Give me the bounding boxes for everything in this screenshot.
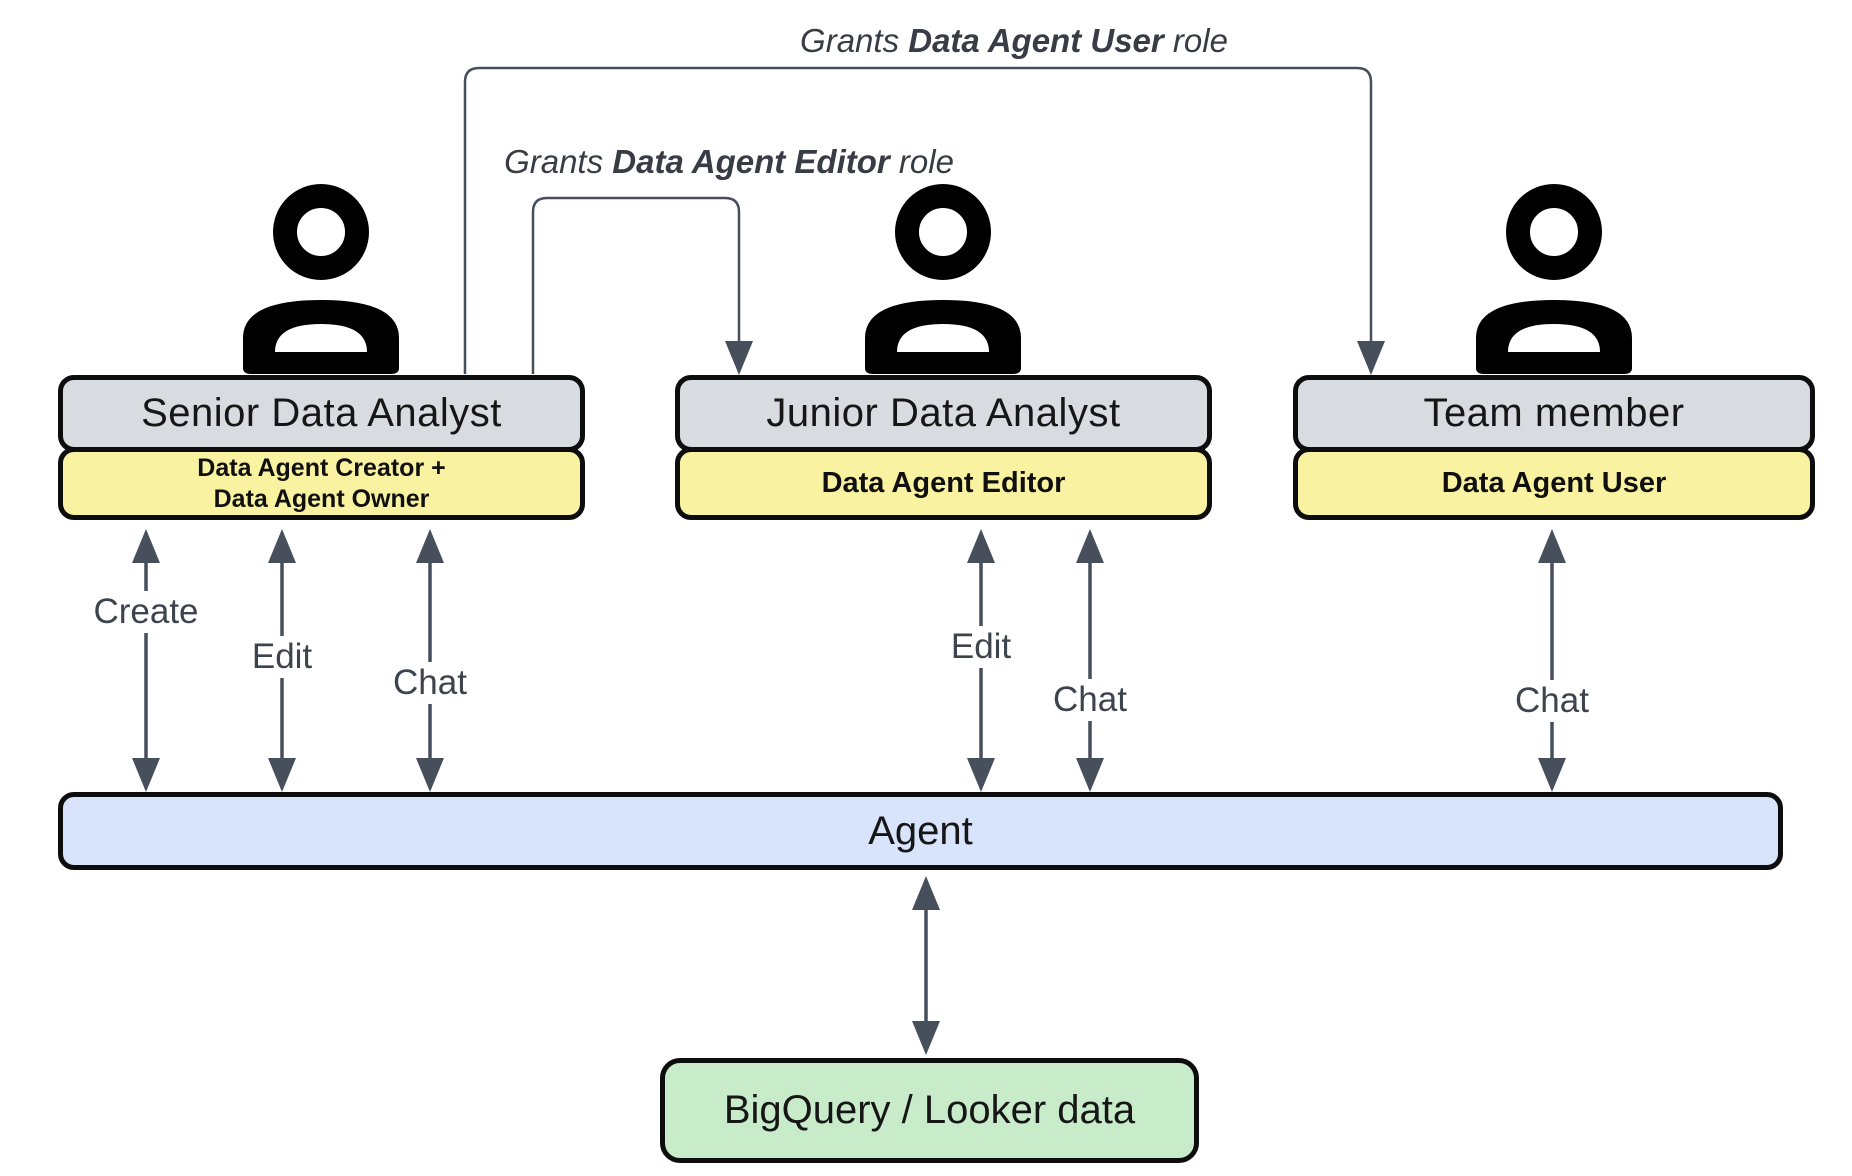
senior-analyst-title: Senior Data Analyst — [58, 375, 585, 452]
senior-analyst-role-badge: Data Agent Creator + Data Agent Owner — [58, 447, 585, 520]
team-person-icon — [1476, 196, 1632, 374]
team-member-card: Team member Data Agent User — [1293, 375, 1815, 520]
senior-role-line-1: Data Agent Creator + — [197, 454, 446, 482]
grant-editor-prefix: Grants — [504, 143, 613, 180]
team-role-line-1: Data Agent User — [1441, 467, 1667, 499]
junior-analyst-title: Junior Data Analyst — [675, 375, 1212, 452]
grant-user-suffix: role — [1163, 22, 1228, 59]
grant-user-prefix: Grants — [800, 22, 909, 59]
create-label: Create — [86, 591, 206, 633]
junior-edit-label: Edit — [943, 626, 1019, 668]
senior-chat-label: Chat — [386, 662, 474, 704]
agent-bar: Agent — [58, 792, 1783, 870]
grant-editor-role-name: Data Agent Editor — [612, 143, 890, 180]
senior-edit-label: Edit — [244, 636, 320, 678]
senior-analyst-card: Senior Data Analyst Data Agent Creator +… — [58, 375, 585, 520]
senior-person-icon — [243, 196, 399, 374]
junior-person-icon — [865, 196, 1021, 374]
junior-analyst-card: Junior Data Analyst Data Agent Editor — [675, 375, 1212, 520]
team-chat-label: Chat — [1508, 680, 1596, 722]
grant-editor-arrow — [531, 196, 753, 375]
grant-user-role-name: Data Agent User — [908, 22, 1164, 59]
grant-editor-label: Grants Data Agent Editor role — [504, 143, 954, 181]
junior-chat-label: Chat — [1046, 679, 1134, 721]
junior-analyst-role-badge: Data Agent Editor — [675, 447, 1212, 520]
bigquery-looker-box: BigQuery / Looker data — [660, 1058, 1199, 1163]
grant-user-arrow — [463, 66, 1385, 375]
junior-role-line-1: Data Agent Editor — [821, 467, 1066, 499]
grant-editor-suffix: role — [889, 143, 954, 180]
team-member-role-badge: Data Agent User — [1293, 447, 1815, 520]
grant-user-label: Grants Data Agent User role — [800, 22, 1228, 60]
team-member-title: Team member — [1293, 375, 1815, 452]
senior-role-line-2: Data Agent Owner — [213, 484, 430, 513]
